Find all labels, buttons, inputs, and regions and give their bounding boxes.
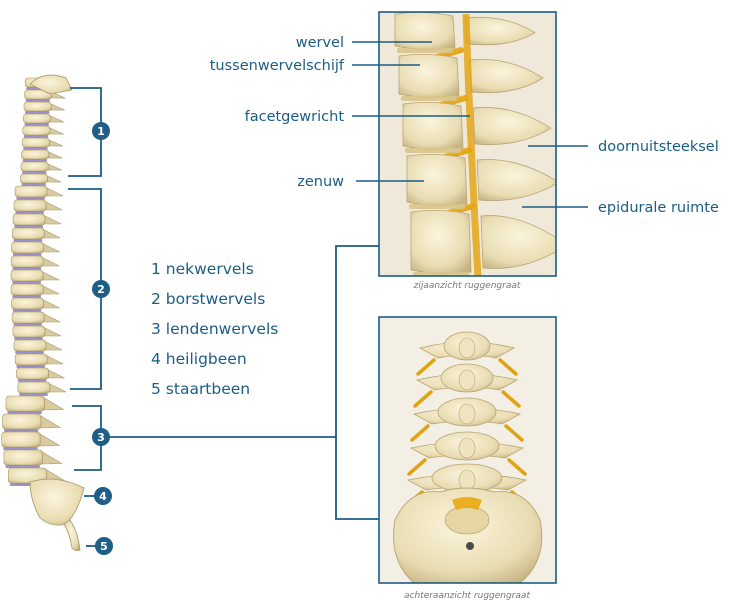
spine-vertebra bbox=[11, 270, 59, 284]
spine-vertebra bbox=[22, 138, 63, 150]
svg-text:2: 2 bbox=[97, 283, 105, 296]
label-zenuw: zenuw bbox=[297, 174, 344, 190]
spine-vertebra bbox=[6, 396, 64, 414]
connector-line-lower bbox=[336, 437, 379, 519]
legend-item-5: 5 staartbeen bbox=[151, 380, 250, 398]
side-view-photo bbox=[379, 12, 567, 277]
badge-3: 3 bbox=[92, 428, 110, 446]
label-tussenwervelschijf: tussenwervelschijf bbox=[210, 58, 345, 74]
label-facetgewricht: facetgewricht bbox=[245, 109, 345, 125]
spine-vertebra bbox=[24, 102, 65, 114]
spine-vertebra bbox=[15, 186, 63, 200]
label-epidurale-ruimte: epidurale ruimte bbox=[598, 200, 719, 216]
legend: 1 nekwervels 2 borstwervels 3 lendenwerv… bbox=[151, 260, 278, 398]
spine-vertebra bbox=[2, 432, 60, 450]
spine-vertebra bbox=[21, 162, 62, 174]
legend-item-1: 1 nekwervels bbox=[151, 260, 254, 278]
spine-vertebra bbox=[11, 256, 59, 270]
spine-vertebra bbox=[16, 368, 64, 382]
spine-vertebra bbox=[11, 298, 59, 312]
label-wervel: wervel bbox=[296, 35, 344, 51]
spine-vertebra bbox=[12, 228, 60, 242]
badge-4: 4 bbox=[94, 487, 112, 505]
spine-vertebra bbox=[13, 214, 61, 228]
spine-vertebra bbox=[4, 450, 62, 468]
label-doornuitsteeksel: doornuitsteeksel bbox=[598, 139, 719, 155]
badge-2: 2 bbox=[92, 280, 110, 298]
spine-vertebra bbox=[20, 174, 61, 186]
coccyx bbox=[64, 520, 80, 551]
spine-illustration bbox=[2, 75, 84, 551]
svg-text:4: 4 bbox=[99, 490, 107, 503]
legend-item-3: 3 lendenwervels bbox=[151, 320, 278, 338]
back-view-photo bbox=[379, 317, 556, 583]
spine-vertebra bbox=[18, 382, 66, 396]
spine-vertebra bbox=[11, 284, 59, 298]
spine-vertebra bbox=[13, 326, 61, 340]
svg-text:5: 5 bbox=[100, 540, 108, 553]
region-brackets bbox=[68, 88, 379, 546]
spine-vertebra bbox=[23, 114, 64, 126]
spine-vertebra bbox=[14, 200, 62, 214]
back-view-caption: achteraanzicht ruggengraat bbox=[404, 591, 530, 601]
spine-vertebra bbox=[14, 340, 62, 354]
side-view-caption: zijaanzicht ruggengraat bbox=[413, 281, 521, 291]
spine-vertebra bbox=[12, 312, 60, 326]
spine-vertebra bbox=[22, 150, 63, 162]
spine-vertebra bbox=[12, 242, 60, 256]
spine-vertebra bbox=[15, 354, 63, 368]
spine-vertebra bbox=[2, 414, 60, 432]
legend-item-2: 2 borstwervels bbox=[151, 290, 265, 308]
svg-text:1: 1 bbox=[97, 125, 105, 138]
spine-vertebra bbox=[23, 126, 64, 138]
badge-5: 5 bbox=[95, 537, 113, 555]
badge-1: 1 bbox=[92, 122, 110, 140]
svg-text:3: 3 bbox=[97, 431, 105, 444]
legend-item-4: 4 heiligbeen bbox=[151, 350, 247, 368]
sacrum bbox=[30, 479, 84, 525]
